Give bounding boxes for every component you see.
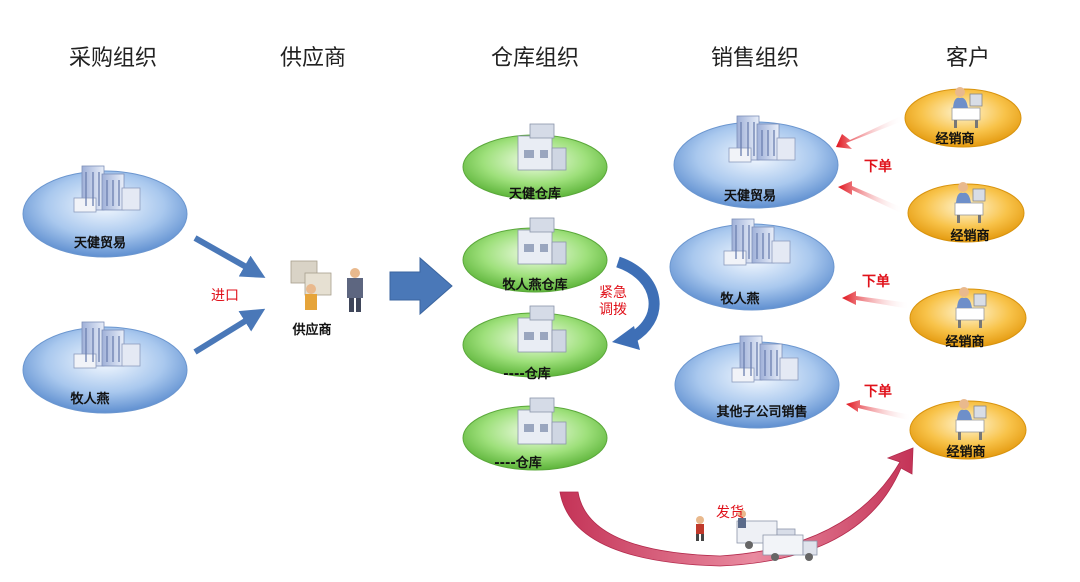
sales-label-tianjian: 天健贸易 [723, 189, 777, 204]
warehouse-label-2: 牧人燕仓库 [502, 278, 568, 293]
customer-label-4: 经销商 [946, 445, 986, 460]
customer-node-3 [909, 286, 1027, 348]
warehouse-label-4: ----仓库 [494, 456, 542, 471]
sales-node-other [674, 335, 840, 429]
customer-node-1 [904, 86, 1022, 148]
sales-node-murenyan [669, 218, 835, 311]
column-title-purchase: 采购组织 [68, 46, 158, 71]
purchase-node-tianjian [22, 165, 188, 258]
person-icon [696, 516, 704, 541]
order-label-3: 下单 [864, 384, 892, 400]
customer-label-1: 经销商 [935, 132, 975, 147]
urgent-label-line1: 紧急 [599, 285, 627, 301]
column-title-customer: 客户 [945, 46, 991, 71]
warehouse-label-1: 天健仓库 [508, 187, 562, 202]
order-arrows [836, 115, 912, 421]
order-label-2: 下单 [862, 274, 890, 290]
purchase-label-murenyan: 牧人燕 [70, 392, 110, 407]
warehouse-node-2 [462, 217, 608, 293]
sales-label-murenyan: 牧人燕 [720, 292, 760, 307]
warehouse-node-3 [462, 305, 608, 378]
purchase-label-tianjian: 天健贸易 [73, 236, 127, 251]
supplier-icon [290, 260, 363, 312]
ship-label: 发货 [716, 505, 744, 521]
sales-label-other: 其他子公司销售 [716, 405, 808, 420]
customer-node-4 [909, 398, 1027, 460]
column-title-warehouse: 仓库组织 [490, 46, 580, 71]
warehouse-node-4 [462, 397, 608, 471]
warehouse-node-1 [462, 123, 608, 200]
order-label-1: 下单 [864, 159, 892, 175]
person-icon [738, 510, 746, 528]
urgent-label-line2: 调拨 [599, 302, 627, 318]
truck-icon [736, 520, 818, 561]
urgent-transfer-arrow [612, 256, 660, 350]
customer-node-2 [907, 181, 1025, 243]
supply-arrow [389, 256, 453, 316]
import-arrows [193, 235, 266, 355]
sales-node-tianjian [673, 115, 839, 209]
column-title-sales: 销售组织 [710, 46, 800, 71]
import-label: 进口 [211, 288, 239, 304]
supplier-label: 供应商 [292, 323, 332, 338]
column-title-supplier: 供应商 [279, 46, 347, 71]
purchase-node-murenyan [22, 321, 188, 414]
customer-label-2: 经销商 [950, 229, 990, 244]
ship-arrow [559, 447, 914, 567]
warehouse-label-3: ----仓库 [503, 367, 551, 382]
customer-label-3: 经销商 [945, 335, 985, 350]
